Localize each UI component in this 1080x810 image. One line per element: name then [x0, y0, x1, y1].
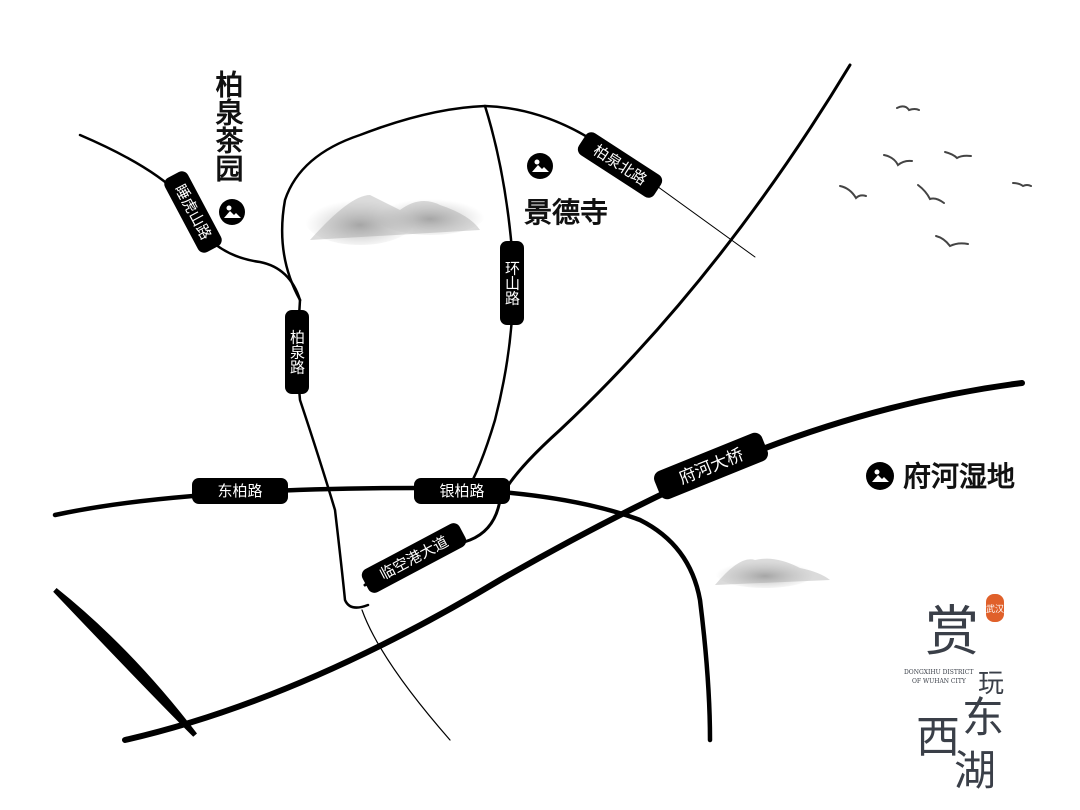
road-label-fuhe-bridge[interactable]: 府河大桥 — [652, 430, 771, 501]
road-baiquan-south[interactable] — [361, 609, 451, 741]
mountain-pin-icon — [219, 199, 245, 225]
road-label-huanshan[interactable]: 环山路 — [500, 241, 524, 325]
road-label-baiquan[interactable]: 柏泉路 — [285, 310, 309, 394]
road-dongbai[interactable] — [52, 485, 713, 743]
poi-baiquan-tea-garden[interactable]: 柏泉茶园 — [212, 70, 246, 225]
svg-text:西: 西 — [916, 712, 960, 763]
ink-mountain — [305, 195, 485, 245]
svg-text:赏: 赏 — [925, 600, 979, 663]
svg-text:玩: 玩 — [978, 669, 1004, 699]
svg-text:柏泉路: 柏泉路 — [288, 330, 306, 375]
road-shuihushan[interactable] — [78, 133, 302, 302]
ink-stroke — [53, 588, 197, 737]
svg-text:东: 东 — [962, 693, 1004, 742]
poi-fuhe-wetland[interactable]: 府河湿地 — [866, 460, 1015, 493]
poi-jingde-temple[interactable]: 景德寺 — [524, 153, 608, 229]
road-fuhe-bridge[interactable] — [122, 380, 1025, 743]
mountain-pin-icon — [527, 153, 553, 179]
logo: 赏 玩 东 西 湖 武汉 DONGXIHU DISTRICT OF WUHAN … — [904, 594, 1004, 795]
svg-text:东柏路: 东柏路 — [217, 482, 262, 500]
road-label-dongbai[interactable]: 东柏路 — [192, 478, 288, 504]
road-label-baiquanbei[interactable]: 柏泉北路 — [575, 130, 665, 201]
ink-mountain — [715, 558, 830, 588]
mountain-pin-icon — [866, 462, 894, 490]
svg-text:武汉: 武汉 — [986, 603, 1004, 615]
svg-text:银柏路: 银柏路 — [439, 482, 484, 500]
svg-text:府河湿地: 府河湿地 — [903, 460, 1015, 493]
road-label-yinbai[interactable]: 银柏路 — [414, 478, 510, 504]
birds — [839, 105, 1032, 248]
svg-text:DONGXIHU DISTRICT: DONGXIHU DISTRICT — [904, 669, 973, 676]
svg-text:景德寺: 景德寺 — [524, 196, 608, 229]
road-loop[interactable] — [280, 104, 602, 302]
seal — [986, 594, 1004, 622]
svg-text:柏泉茶园: 柏泉茶园 — [212, 70, 245, 182]
svg-text:OF WUHAN CITY: OF WUHAN CITY — [912, 678, 967, 685]
svg-text:湖: 湖 — [954, 746, 996, 795]
svg-text:环山路: 环山路 — [503, 261, 521, 306]
road-label-linkonggang[interactable]: 临空港大道 — [359, 521, 468, 596]
road-network — [52, 63, 1025, 743]
